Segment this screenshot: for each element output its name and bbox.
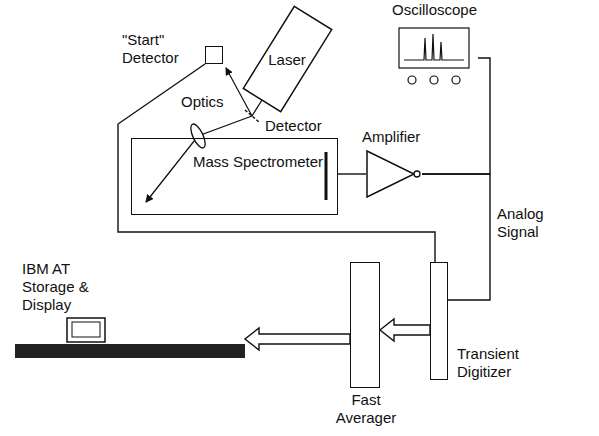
node-text: Laser <box>238 51 336 69</box>
fast-averager-box: Fast Averager <box>350 262 380 388</box>
mass-spectrometer-box: Mass Spectrometer <box>131 138 338 215</box>
amplifier-symbol <box>367 151 414 197</box>
optics-label: Optics <box>180 93 225 111</box>
oscilloscope-box: Oscilloscope <box>392 22 478 94</box>
laser-housing: Laser <box>238 2 336 116</box>
monitor-frame <box>67 318 105 342</box>
inverter-bubble <box>414 171 420 177</box>
node-outline <box>15 318 245 360</box>
desk-bar <box>15 344 245 358</box>
amplifier-triangle: Amplifier <box>366 150 422 198</box>
node-text: Amplifier <box>362 128 452 146</box>
node-outline <box>366 150 422 198</box>
node-text: "Start" Detector <box>122 31 198 67</box>
laser-optics-illustration <box>146 68 326 202</box>
block-arrow <box>245 328 350 350</box>
monitor-screen <box>72 322 100 337</box>
scope-screen <box>399 28 469 68</box>
scope-knob <box>430 76 438 84</box>
scope-knob <box>408 76 416 84</box>
node-text: Transient Digitizer <box>457 345 537 381</box>
node-text: Oscilloscope <box>392 1 502 19</box>
node-outline <box>392 22 478 94</box>
signal-wire <box>338 173 366 174</box>
scope-knob <box>452 76 460 84</box>
signal-wire <box>422 58 490 174</box>
block-arrow <box>380 319 430 341</box>
detector-label: Detector <box>264 117 323 135</box>
start-detector-box: "Start" Detector <box>205 46 223 64</box>
scope-trace <box>404 34 464 60</box>
node-text: Mass Spectrometer <box>193 153 333 171</box>
edge-group <box>118 58 490 350</box>
laser-beam <box>252 100 262 116</box>
edge-label: Analog Signal <box>496 205 556 241</box>
transient-digitizer-box: Transient Digitizer <box>430 262 448 380</box>
detector-plate <box>325 152 328 200</box>
signal-wire <box>422 174 490 300</box>
focusing-lens <box>188 122 208 150</box>
computer-station: IBM AT Storage & Display <box>15 318 245 360</box>
node-text: Fast Averager <box>326 391 406 427</box>
node-text: IBM AT Storage & Display <box>22 260 104 314</box>
